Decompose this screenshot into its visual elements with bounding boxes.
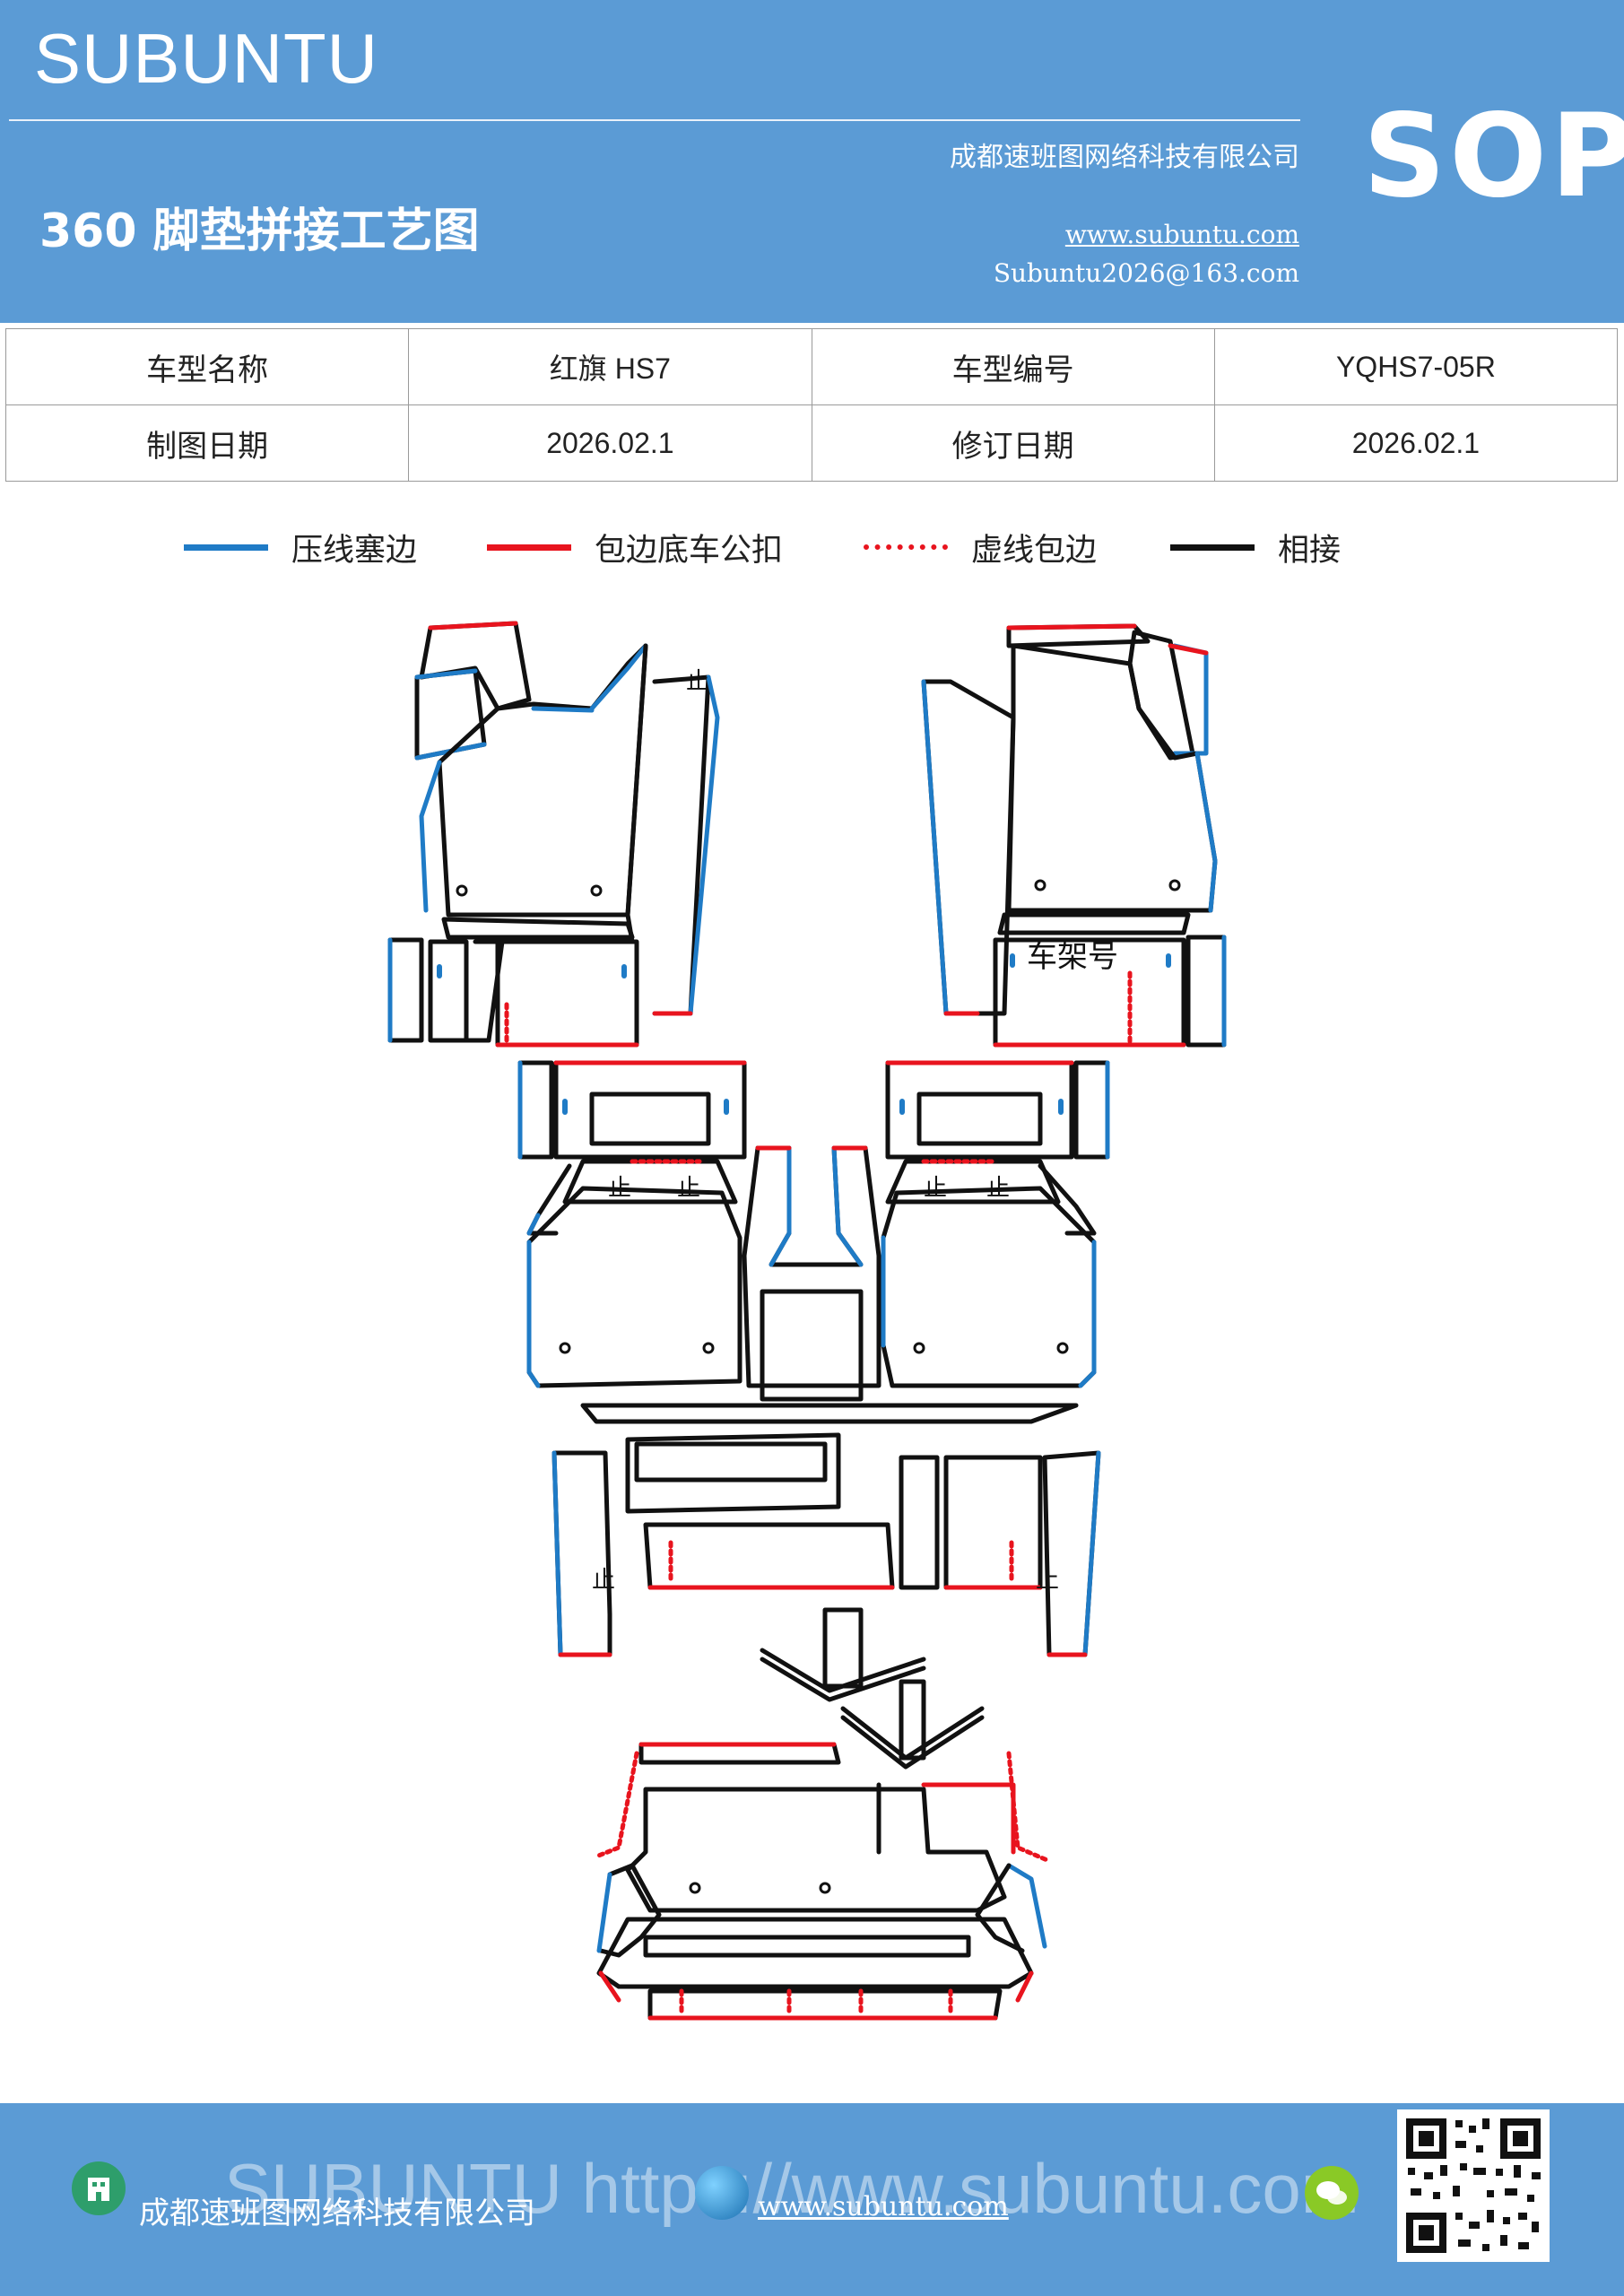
front-left-mat: [387, 621, 720, 1048]
header-banner: SUBUNTU 成都速班图网络科技有限公司 360 脚垫拼接工艺图 www.su…: [0, 0, 1624, 323]
page-title: 360 脚垫拼接工艺图: [39, 204, 480, 258]
stop-mark: 止: [924, 1175, 947, 1202]
model-name-value: 红旗 HS7: [408, 328, 812, 405]
stop-mark: 止: [592, 1567, 615, 1594]
stop-mark: 止: [986, 1175, 1010, 1202]
center-tunnel-mat: [742, 1145, 881, 1402]
wechat-icon: [1305, 2166, 1359, 2220]
company-name: 成都速班图网络科技有限公司: [950, 142, 1299, 173]
building-icon: [72, 2161, 126, 2215]
revision-date-value: 2026.02.1: [1213, 404, 1619, 482]
stop-mark: 止: [1036, 1567, 1059, 1594]
qr-code[interactable]: [1397, 2109, 1550, 2262]
legend-label: 压线塞边: [291, 532, 418, 569]
website-link[interactable]: www.subuntu.com: [1064, 220, 1299, 249]
legend-item-pressed-edge: 压线塞边: [184, 525, 417, 570]
model-code-value: YQHS7-05R: [1213, 328, 1619, 405]
footer-website-link[interactable]: www.subuntu.com: [758, 2191, 1009, 2222]
globe-icon: [695, 2166, 749, 2220]
stop-mark: 止: [686, 668, 709, 695]
sop-badge: SOP: [1363, 90, 1624, 223]
watermark-text: SUBUNTU https://www.subuntu.com: [224, 2149, 1359, 2228]
footer-company-name: 成都速班图网络科技有限公司: [139, 2196, 535, 2231]
drawing-date-value: 2026.02.1: [408, 404, 812, 482]
brand-name: SUBUNTU: [34, 19, 379, 98]
table-row: 制图日期 2026.02.1 修订日期 2026.02.1: [4, 404, 1619, 482]
third-row-mats: [551, 1432, 1101, 1657]
legend-label: 相接: [1278, 532, 1342, 569]
second-row-left-mat: [517, 1060, 747, 1388]
legend-item-dotted-wrap: 虚线包边: [864, 525, 1097, 570]
black-line-swatch: [1170, 544, 1255, 551]
frame-number-label: 车架号: [1027, 939, 1118, 975]
email-address: Subuntu2026@163.com: [993, 258, 1299, 288]
revision-date-label: 修订日期: [811, 404, 1215, 482]
model-name-label: 车型名称: [4, 328, 410, 405]
floor-mat-assembly-diagram: 止 车架号: [387, 621, 1227, 2021]
dotted-red-swatch: [864, 544, 948, 550]
front-right-mat: [921, 623, 1227, 1048]
drawing-date-label: 制图日期: [4, 404, 410, 482]
second-row-right-mat: [881, 1060, 1110, 1388]
model-code-label: 车型编号: [811, 328, 1215, 405]
footer-banner: SUBUNTU https://www.subuntu.com 成都速班图网络科…: [0, 2103, 1624, 2296]
legend-item-joined: 相接: [1170, 525, 1341, 570]
red-line-swatch: [487, 544, 571, 551]
legend-label: 虚线包边: [971, 532, 1098, 569]
table-row: 车型名称 红旗 HS7 车型编号 YQHS7-05R: [4, 328, 1619, 405]
legend-label: 包边底车公扣: [595, 532, 784, 569]
header-divider: [9, 119, 1300, 121]
floor-strip: [580, 1403, 1079, 1424]
stop-mark: 止: [608, 1175, 631, 1202]
rear-trunk-mat: [594, 1742, 1052, 2021]
v-connectors: [760, 1607, 985, 1770]
legend-item-wrap-buckle: 包边底车公扣: [487, 525, 783, 570]
vehicle-info-table: 车型名称 红旗 HS7 车型编号 YQHS7-05R 制图日期 2026.02.…: [4, 328, 1619, 482]
blue-line-swatch: [184, 544, 268, 551]
stop-mark: 止: [677, 1175, 700, 1202]
